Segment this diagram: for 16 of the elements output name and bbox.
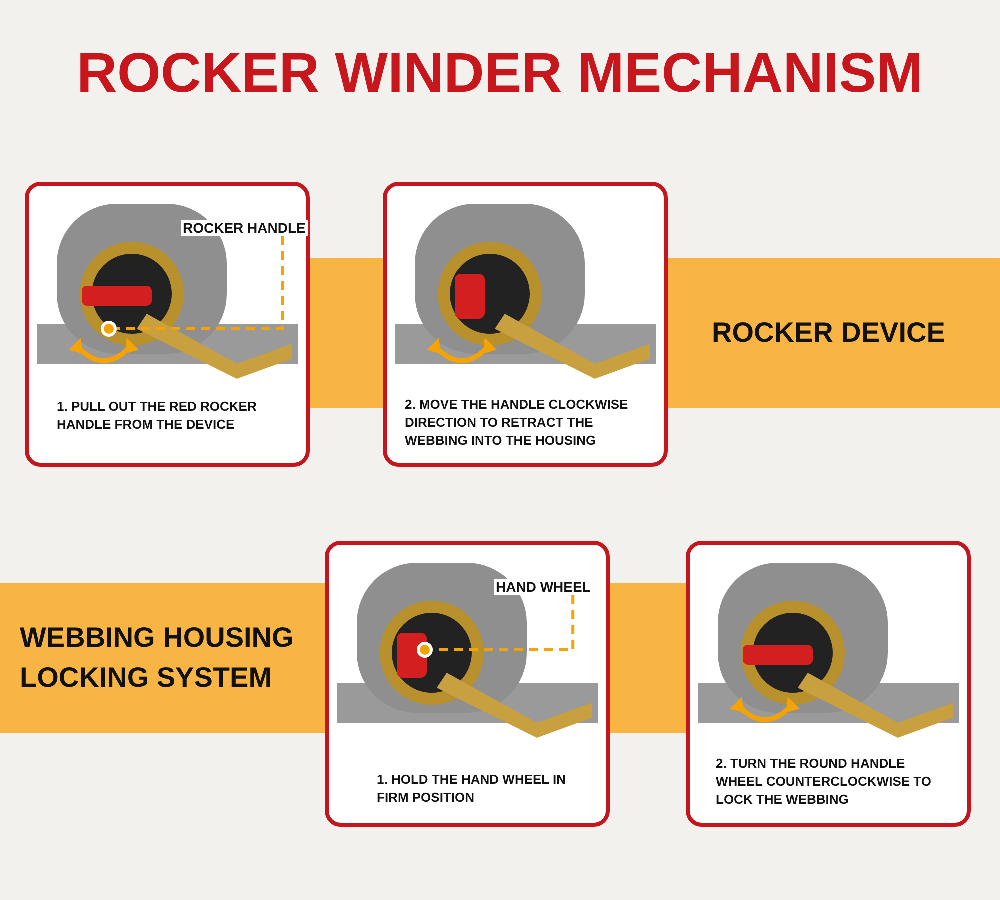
leader-line bbox=[117, 236, 284, 330]
banner-heading: WEBBING HOUSING LOCKING SYSTEM bbox=[20, 621, 295, 695]
page-title: ROCKER WINDER MECHANISM bbox=[76, 40, 924, 105]
banner bbox=[0, 583, 325, 733]
step-card bbox=[383, 182, 668, 467]
step-caption: 2. MOVE THE HANDLE CLOCKWISE DIRECTION TO RETRACT THE WEBBING INTO THE HOUSING bbox=[405, 396, 630, 450]
part-label: HAND WHEEL bbox=[494, 579, 593, 595]
step-caption: 1. HOLD THE HAND WHEEL IN FIRM POSITION bbox=[377, 771, 567, 807]
banner-heading: ROCKER DEVICE bbox=[712, 316, 946, 350]
part-label: ROCKER HANDLE bbox=[181, 220, 308, 236]
step-card bbox=[325, 541, 610, 827]
step-caption: 2. TURN THE ROUND HANDLE WHEEL COUNTERCLOCKWISE TO LOCK THE WEBBING bbox=[716, 755, 932, 809]
step-card bbox=[25, 182, 310, 467]
step-card bbox=[686, 541, 971, 827]
banner bbox=[668, 258, 1000, 408]
step-caption: 1. PULL OUT THE RED ROCKER HANDLE FROM THE DEVICE bbox=[57, 398, 258, 434]
